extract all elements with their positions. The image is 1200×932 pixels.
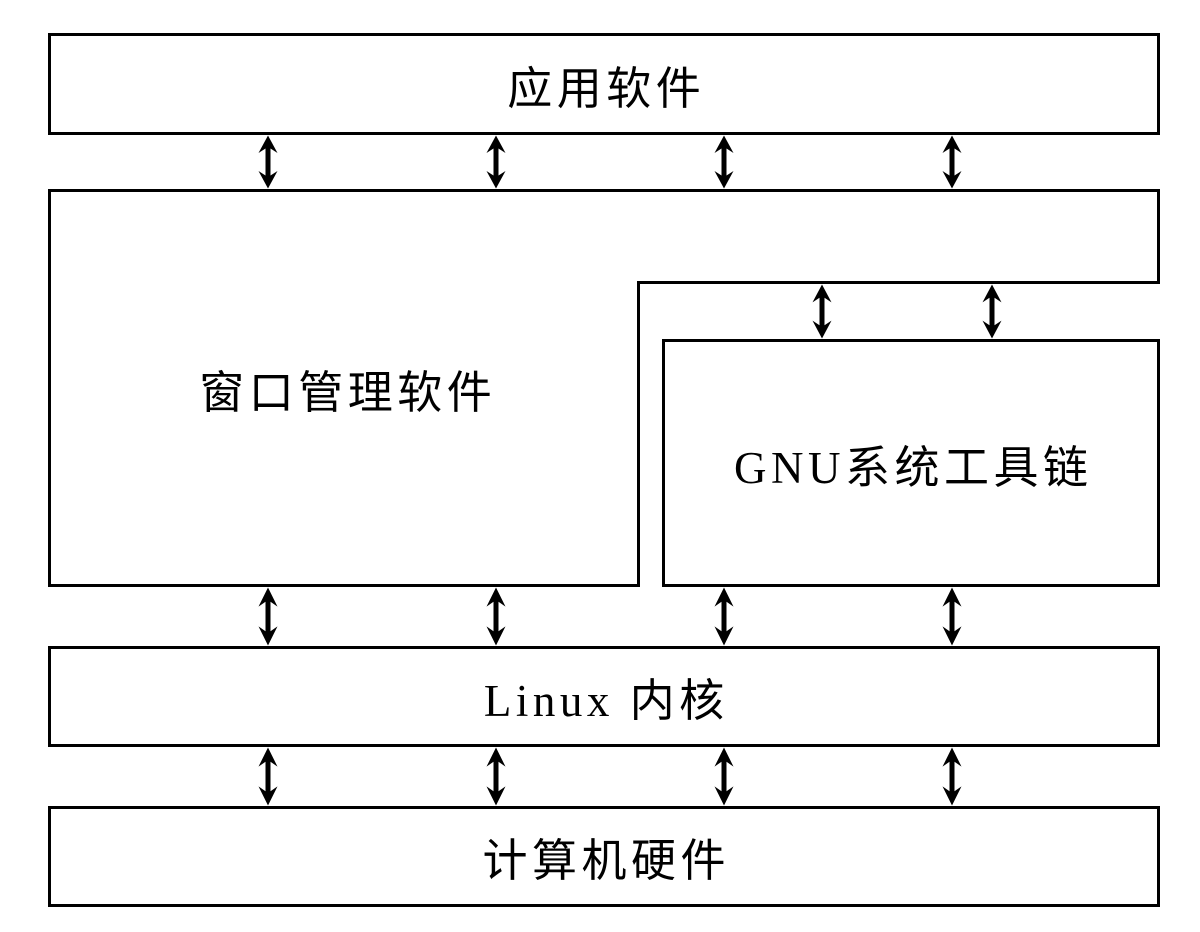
bidirectional-arrow-icon [258, 747, 278, 806]
window-manager-label: 窗口管理软件 [199, 367, 497, 418]
linux-kernel-box: Linux 内核 [48, 646, 1160, 747]
computer-hardware-label: 计算机硬件 [482, 836, 730, 886]
gnu-toolchain-box: GNU系统工具链 [662, 339, 1160, 587]
bidirectional-arrow-icon [258, 587, 278, 646]
computer-hardware-box: 计算机硬件 [48, 806, 1160, 907]
bidirectional-arrow-icon [942, 587, 962, 646]
bidirectional-arrow-icon [942, 135, 962, 189]
bidirectional-arrow-icon [486, 135, 506, 189]
bidirectional-arrow-icon [714, 587, 734, 646]
bidirectional-arrow-icon [714, 747, 734, 806]
window-manager-box: 窗口管理软件 [48, 189, 640, 587]
bidirectional-arrow-icon [258, 135, 278, 189]
bidirectional-arrow-icon [486, 587, 506, 646]
application-software-label: 应用软件 [507, 63, 706, 114]
window-manager-arm [640, 189, 1160, 284]
bidirectional-arrow-icon [942, 747, 962, 806]
linux-kernel-label: Linux 内核 [483, 676, 729, 726]
bidirectional-arrow-icon [982, 284, 1002, 339]
bidirectional-arrow-icon [486, 747, 506, 806]
window-manager-notch-line [637, 281, 640, 587]
bidirectional-arrow-icon [714, 135, 734, 189]
application-software-box: 应用软件 [48, 33, 1160, 135]
gnu-toolchain-label: GNU系统工具链 [734, 442, 1093, 493]
bidirectional-arrow-icon [812, 284, 832, 339]
